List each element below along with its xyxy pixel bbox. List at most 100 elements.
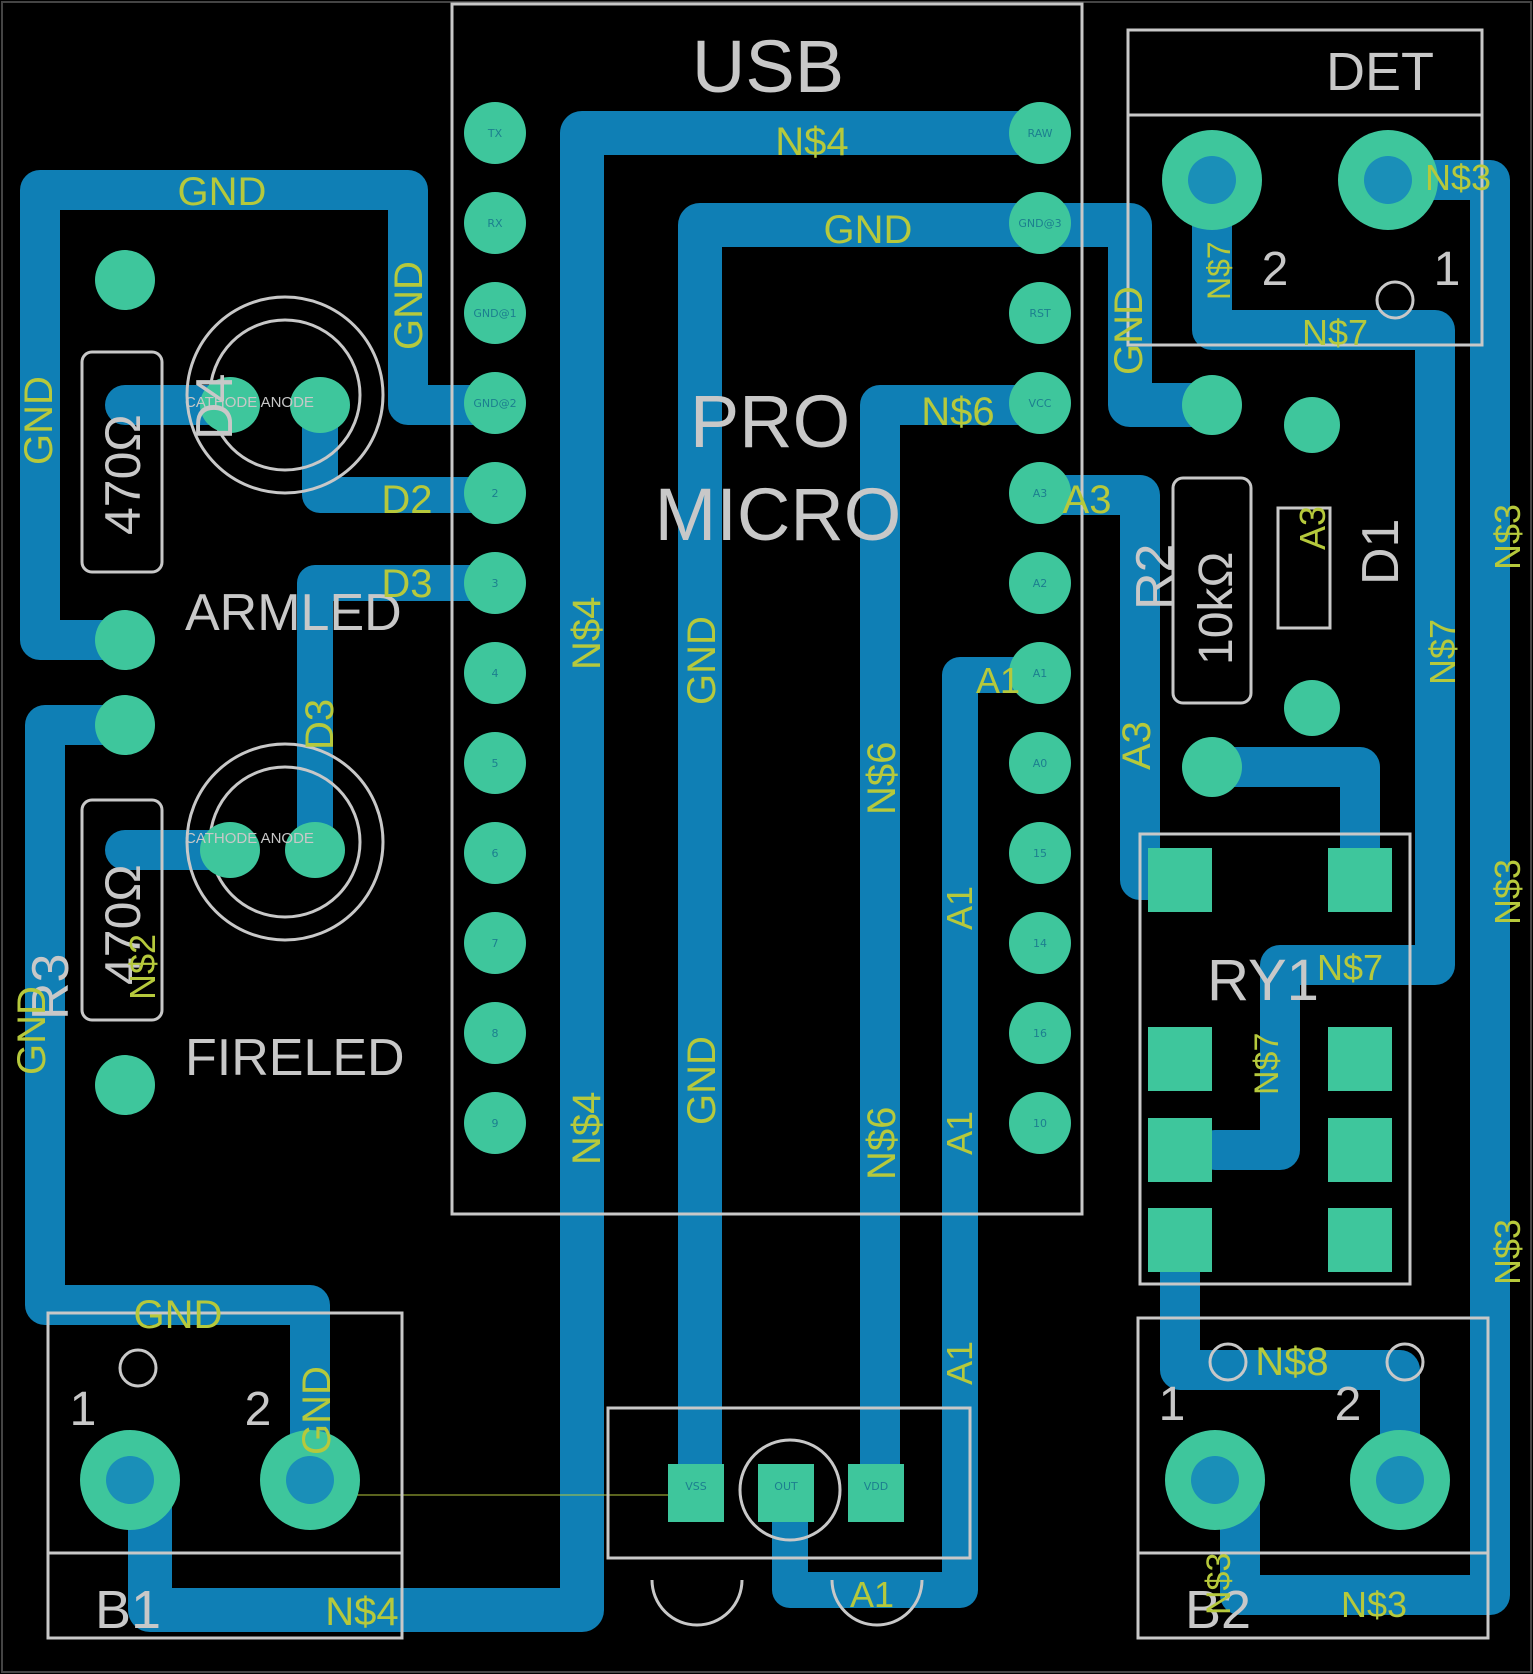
ry1-pad-7 <box>1148 1208 1212 1272</box>
r-fire-pad-2 <box>95 1055 155 1115</box>
d1-body <box>1276 506 1332 630</box>
trace-a3 <box>1020 475 1175 900</box>
r-arm-pad-1 <box>95 250 155 310</box>
pro-micro-left-pin-label: 6 <box>492 847 499 860</box>
net-gnd-left-vert: GND <box>17 376 61 465</box>
net-n3-vert-2: N$3 <box>1487 859 1528 925</box>
b2-pin-2: 2 <box>1335 1378 1362 1431</box>
det-pin-2: 2 <box>1262 243 1289 296</box>
pro-micro-left-pad <box>464 102 526 164</box>
b2-pin-1: 1 <box>1159 1378 1186 1431</box>
net-a3-d1: A3 <box>1292 506 1333 550</box>
b2-hole-b <box>1376 1456 1424 1504</box>
sensor-outline <box>606 1406 972 1560</box>
pro-label: PRO <box>690 380 850 463</box>
net-n7-vert: N$7 <box>1422 619 1463 685</box>
net-gnd-top: GND <box>824 208 913 252</box>
pro-micro-left-pin-label: 7 <box>492 937 499 950</box>
pro-micro-right-pad <box>1009 552 1071 614</box>
d1-pad-a <box>1284 397 1340 453</box>
trace-a1 <box>772 657 1058 1608</box>
pro-micro-right-pin-label: A0 <box>1033 757 1048 770</box>
pro-micro-right-pad <box>1009 462 1071 524</box>
net-n4-vert-1: N$4 <box>565 597 609 670</box>
b1-hole-1 <box>106 1456 154 1504</box>
net-n7-det: N$7 <box>1201 241 1237 300</box>
led-fire-anode-pad <box>285 822 345 878</box>
led-fire-outline <box>185 742 385 942</box>
micro-label: MICRO <box>655 473 902 556</box>
net-labels: GND GND GND N$4 GND GND N$6 A3 A1 D2 D3 … <box>10 120 1528 1634</box>
pro-micro-left-pad <box>464 1092 526 1154</box>
r-fire-value: 470Ω <box>95 864 151 985</box>
ry1-pad-6 <box>1328 1118 1392 1182</box>
net-a3-top: A3 <box>1063 478 1112 522</box>
ry1-label: RY1 <box>1207 948 1319 1013</box>
pro-micro-right-pin-label: A3 <box>1033 487 1048 500</box>
net-a3-vert: A3 <box>1115 721 1159 770</box>
pro-micro-left-pad <box>464 732 526 794</box>
sensor-lens-right <box>830 1579 924 1627</box>
trace-n4 <box>128 111 1062 1632</box>
net-n8: N$8 <box>1255 1340 1328 1384</box>
pro-micro-right-pad <box>1009 912 1071 974</box>
sensor-pad-vss <box>668 1464 724 1522</box>
net-gnd-left-vert-2: GND <box>387 261 431 350</box>
det-pin-1: 1 <box>1434 243 1461 296</box>
pro-micro-left-pad <box>464 462 526 524</box>
pro-micro-left-pin-label: 3 <box>492 577 499 590</box>
b1-pin-1: 1 <box>70 1383 97 1436</box>
net-gnd-bottom: GND <box>134 1293 223 1337</box>
pro-micro-right-pin-label: A1 <box>1033 667 1048 680</box>
pro-micro-left-pin-label: TX <box>487 127 503 140</box>
ry1-pad-3 <box>1148 1027 1212 1091</box>
b1-hole <box>118 1348 158 1388</box>
det-hole-2 <box>1188 156 1236 204</box>
pro-micro-left-pad <box>464 822 526 884</box>
pro-micro-left-pin-label: GND@2 <box>473 397 516 410</box>
det-hole-1 <box>1364 156 1412 204</box>
r-fire-body <box>80 798 164 1022</box>
net-a1-vert-1: A1 <box>939 886 980 930</box>
trace-d3 <box>297 565 513 868</box>
pro-micro-left-pin-label: 8 <box>492 1027 499 1040</box>
b2-hole-1 <box>1208 1342 1248 1382</box>
net-n4-vert-2: N$4 <box>565 1092 609 1165</box>
pro-micro-outline <box>450 2 1084 1216</box>
pro-micro-right-pad <box>1009 192 1071 254</box>
led-fire-cathode-pad <box>200 822 260 878</box>
sensor-lens-left <box>650 1579 744 1627</box>
led-arm-pin-label: CATHODE ANODE <box>185 394 314 411</box>
pro-micro-left-pad <box>464 642 526 704</box>
pro-micro-right-pad <box>1009 282 1071 344</box>
net-n6-top: N$6 <box>921 390 994 434</box>
net-a1-top: A1 <box>976 660 1020 701</box>
pro-micro-left-pad <box>464 552 526 614</box>
pro-micro-right-pin-label: 16 <box>1033 1027 1047 1040</box>
pro-micro-left-pad <box>464 192 526 254</box>
pro-micro-right-pin-label: RST <box>1029 307 1051 320</box>
b1-outline <box>46 1311 404 1640</box>
net-n7-top: N$7 <box>1302 312 1368 353</box>
net-n3-bottom: N$3 <box>1341 1584 1407 1625</box>
pro-micro-left-pin-label: 4 <box>492 667 499 680</box>
r-arm-body <box>80 350 164 574</box>
r2-body <box>1171 476 1253 705</box>
trace-gnd-right <box>1018 203 1227 427</box>
b2-outline <box>1136 1316 1490 1640</box>
pro-micro-right-pad <box>1009 1002 1071 1064</box>
pro-micro-left-pin-label: 5 <box>492 757 499 770</box>
net-n7-ry1-vert: N$7 <box>1248 1033 1286 1095</box>
net-d3: D3 <box>381 562 432 606</box>
net-gnd-vert-1: GND <box>680 616 724 705</box>
ry1-pad-n5 <box>1328 848 1392 912</box>
pro-micro-left-pad <box>464 1002 526 1064</box>
pro-micro-right-pin-label: VCC <box>1029 397 1052 410</box>
det-outline <box>1126 28 1484 347</box>
sensor-pad-vdd <box>848 1464 904 1522</box>
